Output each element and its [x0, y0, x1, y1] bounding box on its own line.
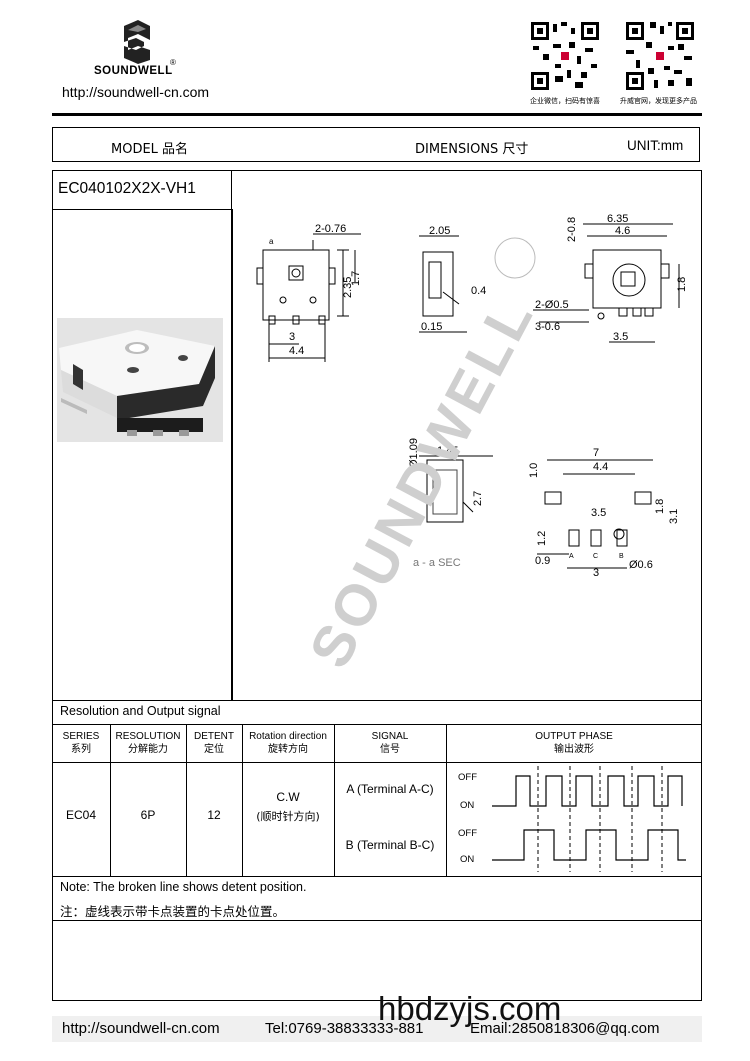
- svg-text:Ø0.6: Ø0.6: [629, 559, 653, 571]
- col-header-series: SERIES 系列: [62, 731, 100, 755]
- svg-text:1.45: 1.45: [437, 445, 458, 457]
- on-label-b: ON: [460, 854, 475, 865]
- title-bar: MODEL 品名 DIMENSIONS 尺寸 UNIT:mm: [52, 127, 700, 162]
- svg-text:0.4: 0.4: [471, 285, 486, 297]
- notes-rule: [52, 920, 702, 921]
- footer-bar: [52, 1016, 702, 1042]
- on-label-a: ON: [460, 800, 475, 811]
- col-header-output-phase: OUTPUT PHASE 输出波形: [535, 731, 613, 755]
- svg-text:0.9: 0.9: [535, 555, 550, 567]
- svg-text:B: B: [619, 553, 624, 560]
- svg-text:A: A: [569, 553, 574, 560]
- resolution-table: SERIES 系列 RESOLUTION 分解能力 DETENT 定位 Rota…: [52, 724, 702, 877]
- cell-resolution: 6P: [140, 808, 156, 822]
- svg-text:2.35: 2.35: [342, 277, 354, 298]
- footer-telephone: Tel:0769-38833333-881: [265, 1020, 424, 1037]
- section-rule-title: [52, 724, 702, 725]
- svg-text:3.5: 3.5: [613, 331, 628, 343]
- svg-text:3.5: 3.5: [591, 507, 606, 519]
- svg-text:2-0.76: 2-0.76: [315, 223, 346, 235]
- product-photo: [57, 318, 223, 442]
- qr-code-website: [624, 20, 696, 92]
- unit-label: UNIT:mm: [627, 138, 684, 153]
- footer-website-link[interactable]: http://soundwell-cn.com: [62, 1020, 220, 1037]
- model-label: MODEL 品名: [111, 142, 189, 157]
- dimensions-label: DIMENSIONS 尺寸: [415, 142, 529, 157]
- logo: [116, 20, 156, 64]
- footer-email[interactable]: Email:2850818306@qq.com: [470, 1020, 660, 1037]
- svg-text:3: 3: [289, 331, 295, 343]
- svg-text:2.7: 2.7: [472, 491, 484, 506]
- svg-text:1.8: 1.8: [676, 277, 688, 292]
- col-header-resolution: RESOLUTION 分解能力: [115, 731, 181, 755]
- frame-divider: [231, 209, 233, 700]
- section-rule-top: [52, 700, 702, 701]
- svg-text:3.1: 3.1: [668, 509, 680, 524]
- cell-detent: 12: [207, 808, 221, 822]
- svg-text:1.0: 1.0: [528, 463, 540, 478]
- col-header-signal: SIGNAL 信号: [371, 731, 409, 755]
- svg-text:Ø1.09: Ø1.09: [408, 438, 420, 468]
- header-website-link[interactable]: http://soundwell-cn.com: [62, 84, 210, 100]
- svg-text:4.4: 4.4: [289, 345, 304, 357]
- cell-signal-b: B (Terminal B-C): [345, 838, 435, 852]
- svg-text:a: a: [269, 237, 274, 246]
- svg-text:1.8: 1.8: [654, 499, 666, 514]
- cell-series: EC04: [65, 808, 97, 822]
- svg-text:6.35: 6.35: [607, 213, 628, 225]
- model-number-box: EC040102X2X-VH1: [52, 170, 232, 210]
- svg-text:2.05: 2.05: [429, 225, 450, 237]
- off-label-a: OFF: [458, 772, 477, 783]
- model-number: EC040102X2X-VH1: [58, 180, 196, 197]
- overlay-watermark: hbdzyjs.com: [378, 990, 562, 1027]
- svg-text:4.4: 4.4: [593, 461, 608, 473]
- svg-text:4.6: 4.6: [615, 225, 630, 237]
- qr-caption-wechat: 企业微信，扫码有惊喜: [530, 97, 600, 105]
- note-english: Note: The broken line shows detent posit…: [60, 880, 307, 894]
- brand-name: SOUNDWELL: [94, 65, 173, 77]
- qr-caption-website: 升威官网，发现更多产品: [620, 97, 697, 105]
- technical-drawing: 2-0.76 a 1.7 2.35 3 4.4 2.05 0.4 0.15 6.…: [233, 212, 699, 700]
- col-header-detent: DETENT 定位: [194, 731, 234, 755]
- cell-rotation-cn: (顺时针方向): [256, 810, 320, 823]
- col-header-rotation: Rotation direction 旋转方向: [249, 731, 327, 755]
- svg-text:a - a SEC: a - a SEC: [413, 557, 461, 569]
- svg-text:2-0.8: 2-0.8: [566, 217, 578, 242]
- off-label-b: OFF: [458, 828, 477, 839]
- note-chinese: 注：虚线表示带卡点装置的卡点处位置。: [60, 904, 286, 919]
- svg-text:2-Ø0.5: 2-Ø0.5: [535, 299, 569, 311]
- svg-text:3-0.6: 3-0.6: [535, 321, 560, 333]
- registered-mark: ®: [170, 58, 176, 67]
- svg-text:3: 3: [593, 567, 599, 579]
- header-rule: [52, 113, 702, 116]
- cell-rotation-en: C.W: [276, 790, 300, 804]
- output-phase-waveform: [446, 762, 702, 876]
- svg-text:7: 7: [593, 447, 599, 459]
- svg-text:1.7: 1.7: [350, 271, 362, 286]
- drawing-frame: [52, 170, 702, 1001]
- cell-signal-a: A (Terminal A-C): [346, 782, 434, 796]
- qr-code-wechat: [529, 20, 601, 92]
- svg-text:C: C: [593, 553, 598, 560]
- svg-text:0.15: 0.15: [421, 321, 442, 333]
- resolution-title: Resolution and Output signal: [60, 704, 221, 718]
- svg-text:SOUNDWELL: SOUNDWELL: [297, 286, 547, 678]
- svg-text:1.2: 1.2: [536, 531, 548, 546]
